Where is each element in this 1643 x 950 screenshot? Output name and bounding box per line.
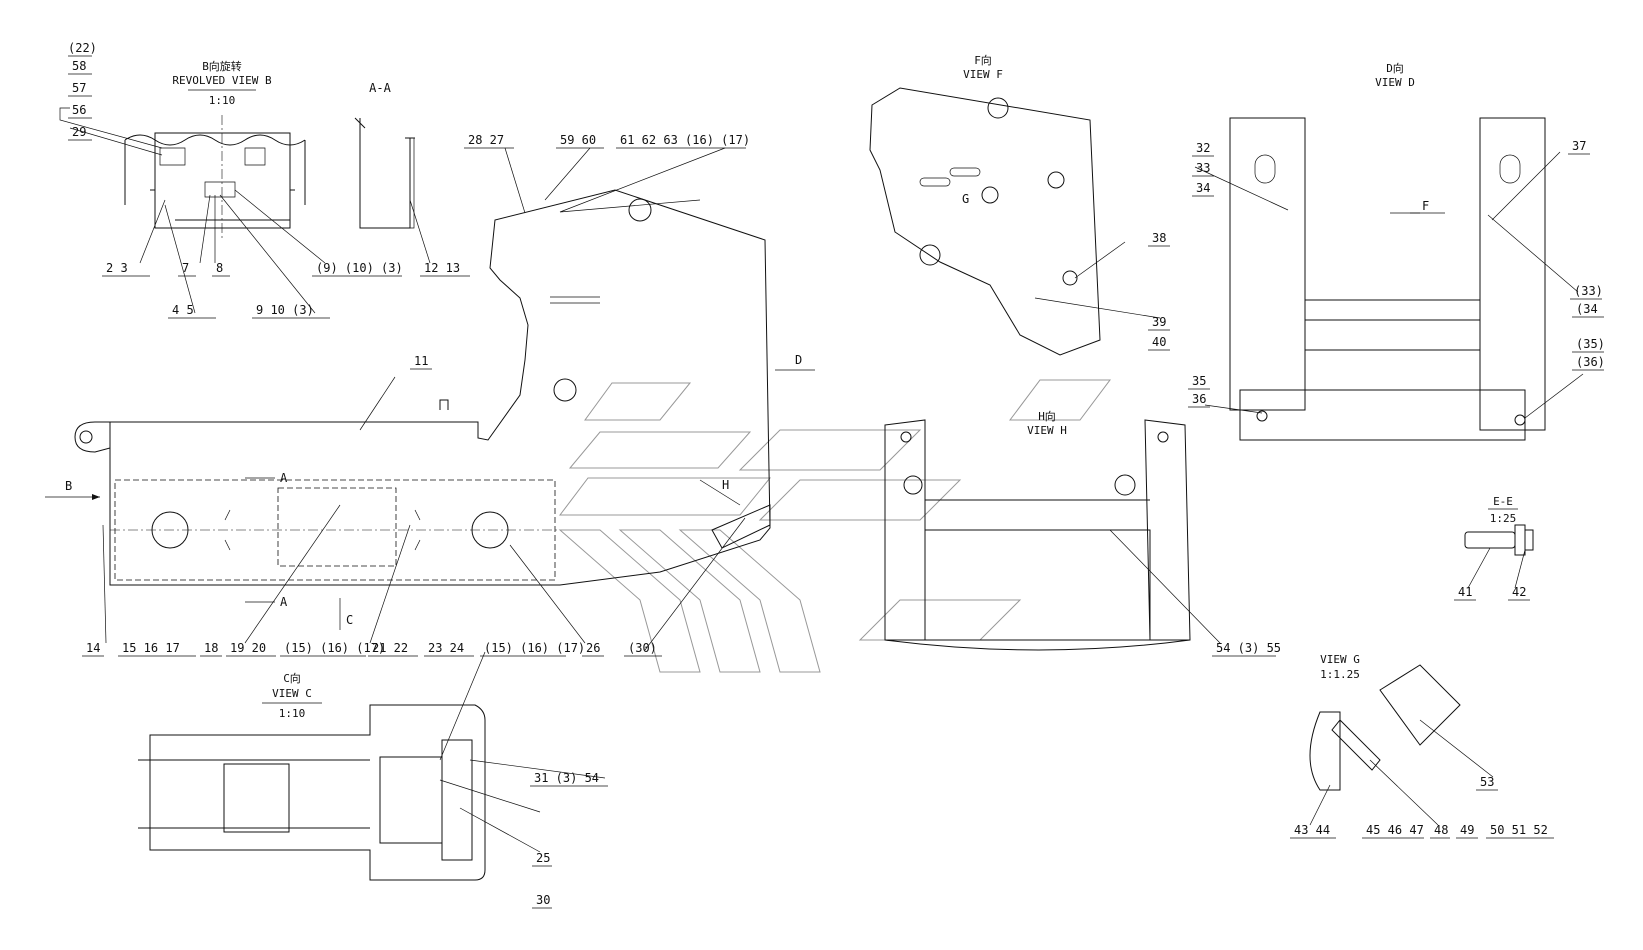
view-f: F向 VIEW F <box>869 53 1101 356</box>
callout-label: 26 <box>586 641 600 655</box>
callout-label: 30 <box>536 893 550 907</box>
callout-label: 36 <box>1192 392 1206 406</box>
section-ee-title: E-E <box>1493 495 1513 508</box>
view-b-scale: 1:10 <box>209 94 236 107</box>
callout-label: 8 <box>216 261 223 275</box>
view-f-title-cn: F向 <box>974 53 992 67</box>
view-arrows: B A A C D H F G <box>45 192 1445 630</box>
callout-label: 19 20 <box>230 641 266 655</box>
arrow-h-label: H <box>722 478 729 492</box>
callout-label: (36) <box>1576 355 1605 369</box>
revolved-view-b: B向旋转 REVOLVED VIEW B 1:10 <box>124 59 306 240</box>
callout-label: 45 46 47 <box>1366 823 1424 837</box>
callout-label: 15 16 17 <box>122 641 180 655</box>
callout-label: (15) (16) (17) <box>484 641 585 655</box>
callout-label: 28 27 <box>468 133 504 147</box>
callout-label: 7 <box>182 261 189 275</box>
view-g-title: VIEW G <box>1320 653 1360 666</box>
callout-label: 18 <box>204 641 218 655</box>
callout-label: 33 <box>1196 161 1210 175</box>
view-f-title-en: VIEW F <box>963 68 1003 81</box>
view-h-title-en: VIEW H <box>1027 424 1067 437</box>
arrow-c-label: C <box>346 613 353 627</box>
view-c-scale: 1:10 <box>279 707 306 720</box>
section-e-e: E-E 1:25 <box>1464 495 1534 556</box>
callout-label: 34 <box>1196 181 1210 195</box>
view-h-title-cn: H向 <box>1038 409 1056 423</box>
callout-label: 41 <box>1458 585 1472 599</box>
view-d-title-cn: D向 <box>1386 61 1404 75</box>
callout-label: 42 <box>1512 585 1526 599</box>
callout-label: 53 <box>1480 775 1494 789</box>
callout-label: 14 <box>86 641 100 655</box>
callout-label: 61 62 63 (16) (17) <box>620 133 750 147</box>
callout-label: 38 <box>1152 231 1166 245</box>
callout-label: 31 (3) 54 <box>534 771 599 785</box>
callout-label: 37 <box>1572 139 1586 153</box>
main-frame-side-view <box>74 189 771 586</box>
callout-label: 12 13 <box>424 261 460 275</box>
callout-label: 2 3 <box>106 261 128 275</box>
arrow-a-bottom-label: A <box>280 595 288 609</box>
arrow-g-label: G <box>962 192 969 206</box>
callout-label: (33) <box>1574 284 1603 298</box>
callout-label: 50 51 52 <box>1490 823 1548 837</box>
callout-label: 35 <box>1192 374 1206 388</box>
callout-label: 29 <box>72 125 86 139</box>
callout-label: 56 <box>72 103 86 117</box>
callout-label: 59 60 <box>560 133 596 147</box>
callout-label: 58 <box>72 59 86 73</box>
callout-label: 23 24 <box>428 641 464 655</box>
callout-label: 4 5 <box>172 303 194 317</box>
view-c-title-cn: C向 <box>283 671 301 685</box>
callout-label: 39 <box>1152 315 1166 329</box>
callout-label: 49 <box>1460 823 1474 837</box>
view-g: VIEW G 1:1.25 <box>1309 653 1461 791</box>
arrow-a-top-label: A <box>280 471 288 485</box>
callout-label: 32 <box>1196 141 1210 155</box>
callout-label: (35) <box>1576 337 1605 351</box>
callout-label: (15) (16) (17) <box>284 641 385 655</box>
view-h: H向 VIEW H <box>884 409 1191 651</box>
section-aa-title: A-A <box>369 81 391 95</box>
view-b-title-en: REVOLVED VIEW B <box>172 74 272 87</box>
callout-label: 54 (3) 55 <box>1216 641 1281 655</box>
arrow-f-label: F <box>1422 199 1429 213</box>
view-c-title-en: VIEW C <box>272 687 312 700</box>
arrow-d-label: D <box>795 353 802 367</box>
view-d-title-en: VIEW D <box>1375 76 1415 89</box>
callout-label: 9 10 (3) <box>256 303 314 317</box>
callout-label: 11 <box>414 354 428 368</box>
section-a-a: A-A <box>354 81 415 229</box>
callout-label: (30) <box>628 641 657 655</box>
view-d: D向 VIEW D <box>1229 61 1546 441</box>
callout-label: 25 <box>536 851 550 865</box>
callout-label: (34 <box>1576 302 1598 316</box>
callout-label: 57 <box>72 81 86 95</box>
leader-lines <box>59 107 1584 853</box>
watermark-chevrons <box>558 379 1111 673</box>
view-g-scale: 1:1.25 <box>1320 668 1360 681</box>
callout-labels: (22) 58 57 56 29 2 3 7 8 (9) (10) (3) 12… <box>68 41 1605 909</box>
view-b-title-cn: B向旋转 <box>202 59 242 73</box>
callout-label: 40 <box>1152 335 1166 349</box>
callout-label: (9) (10) (3) <box>316 261 403 275</box>
callout-label: 21 22 <box>372 641 408 655</box>
view-c: C向 VIEW C 1:10 <box>138 671 486 881</box>
callout-label: 48 <box>1434 823 1448 837</box>
callout-label: 43 44 <box>1294 823 1330 837</box>
callout-label: (22) <box>68 41 97 55</box>
arrow-b-label: B <box>65 479 72 493</box>
section-ee-scale: 1:25 <box>1490 512 1517 525</box>
